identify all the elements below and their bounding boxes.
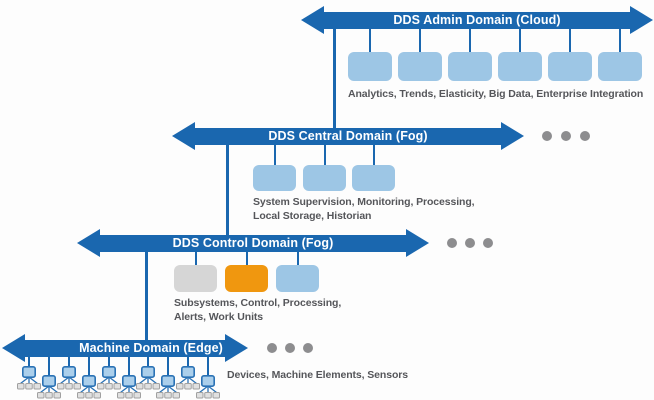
device-tree-icon <box>116 356 141 399</box>
device-and-sensors-icon <box>36 375 61 399</box>
device-stem <box>28 356 30 366</box>
admin-topic-box <box>348 52 392 81</box>
control-caption-line2: Alerts, Work Units <box>174 311 264 323</box>
arrow-left-head-icon <box>301 6 324 34</box>
device-and-sensors-icon <box>176 366 201 390</box>
admin-box-stem <box>519 28 521 52</box>
device-and-sensors-icon <box>156 375 181 399</box>
admin-box-stem <box>619 28 621 52</box>
central-domain-title: DDS Central Domain (Fog) <box>268 129 428 143</box>
admin-box-stem <box>369 28 371 52</box>
central-box-stem <box>273 144 276 165</box>
control-topic-box <box>225 265 268 292</box>
connector-control-to-machine <box>145 251 148 340</box>
machine-ellipsis-dot <box>285 343 295 353</box>
device-and-sensors-icon <box>136 366 161 390</box>
arrow-left-head-icon <box>2 334 25 362</box>
connector-central-to-control <box>226 144 229 235</box>
admin-box-stem <box>419 28 421 52</box>
connector-admin-to-central <box>333 28 336 128</box>
device-stem <box>147 356 150 366</box>
device-stem <box>207 356 210 375</box>
device-and-sensors-icon <box>17 366 41 390</box>
control-ellipsis-dot <box>465 238 475 248</box>
arrow-right-head-icon <box>225 334 248 362</box>
arrow-left-head-icon <box>77 229 100 257</box>
admin-domain-arrow: DDS Admin Domain (Cloud) <box>301 6 653 34</box>
central-ellipsis-dot <box>542 131 552 141</box>
control-domain-title: DDS Control Domain (Fog) <box>172 236 334 250</box>
control-box-stem <box>296 251 299 265</box>
control-domain-arrow: DDS Control Domain (Fog) <box>77 229 429 257</box>
device-and-sensors-icon <box>96 366 121 390</box>
control-topic-box <box>174 265 217 292</box>
control-domain-bar: DDS Control Domain (Fog) <box>100 234 406 252</box>
central-box-stem <box>372 144 375 165</box>
device-tree-icon <box>76 356 101 399</box>
device-tree-icon <box>156 356 181 399</box>
machine-ellipsis-dot <box>267 343 277 353</box>
device-stem <box>107 356 110 366</box>
admin-box-stem <box>469 28 471 52</box>
admin-topic-box <box>498 52 542 81</box>
device-stem <box>47 356 50 375</box>
device-and-sensors-icon <box>116 375 141 399</box>
central-ellipsis-dot <box>561 131 571 141</box>
central-topic-box <box>352 165 395 191</box>
device-stem <box>127 356 130 375</box>
central-box-stem <box>323 144 326 165</box>
control-domain-caption: Subsystems, Control, Processing, Alerts,… <box>174 296 341 324</box>
admin-topic-box <box>398 52 442 81</box>
central-domain-caption: System Supervision, Monitoring, Processi… <box>253 195 475 223</box>
admin-box-stem <box>569 28 571 52</box>
machine-domain-bar: Machine Domain (Edge) <box>25 339 225 357</box>
device-tree-icon <box>176 356 201 390</box>
device-and-sensors-icon <box>196 375 221 399</box>
admin-domain-bar: DDS Admin Domain (Cloud) <box>324 11 630 29</box>
machine-domain-caption: Devices, Machine Elements, Sensors <box>227 369 409 381</box>
device-stem <box>187 356 190 366</box>
arrow-right-head-icon <box>630 6 653 34</box>
control-ellipsis-dot <box>447 238 457 248</box>
device-tree-icon <box>36 356 61 399</box>
device-tree-icon <box>96 356 121 390</box>
central-ellipsis-dot <box>580 131 590 141</box>
device-stem <box>87 356 90 375</box>
central-caption-line1: System Supervision, Monitoring, Processi… <box>253 196 475 208</box>
arrow-left-head-icon <box>172 122 195 150</box>
control-box-stem <box>245 251 248 265</box>
control-caption-line1: Subsystems, Control, Processing, <box>174 297 342 309</box>
central-topic-box <box>303 165 346 191</box>
control-topic-box <box>276 265 319 292</box>
machine-ellipsis-dot <box>303 343 313 353</box>
central-domain-arrow: DDS Central Domain (Fog) <box>172 122 524 150</box>
admin-topic-box <box>598 52 642 81</box>
control-ellipsis-dot <box>483 238 493 248</box>
central-caption-line2: Local Storage, Historian <box>253 210 372 222</box>
admin-domain-title: DDS Admin Domain (Cloud) <box>393 13 561 27</box>
device-tree-icon <box>136 356 161 390</box>
admin-topic-box <box>548 52 592 81</box>
device-and-sensors-icon <box>56 366 81 390</box>
machine-domain-arrow: Machine Domain (Edge) <box>2 334 248 362</box>
device-tree-icon <box>17 356 41 390</box>
arrow-right-head-icon <box>406 229 429 257</box>
central-topic-box <box>253 165 296 191</box>
admin-domain-caption: Analytics, Trends, Elasticity, Big Data,… <box>348 88 644 100</box>
central-domain-bar: DDS Central Domain (Fog) <box>195 127 501 145</box>
admin-topic-box <box>448 52 492 81</box>
device-stem <box>167 356 170 375</box>
arrow-right-head-icon <box>501 122 524 150</box>
device-and-sensors-icon <box>76 375 101 399</box>
control-box-stem <box>194 251 197 265</box>
machine-domain-title: Machine Domain (Edge) <box>79 341 223 355</box>
device-stem <box>67 356 70 366</box>
device-tree-icon <box>56 356 81 390</box>
device-tree-icon <box>196 356 221 399</box>
